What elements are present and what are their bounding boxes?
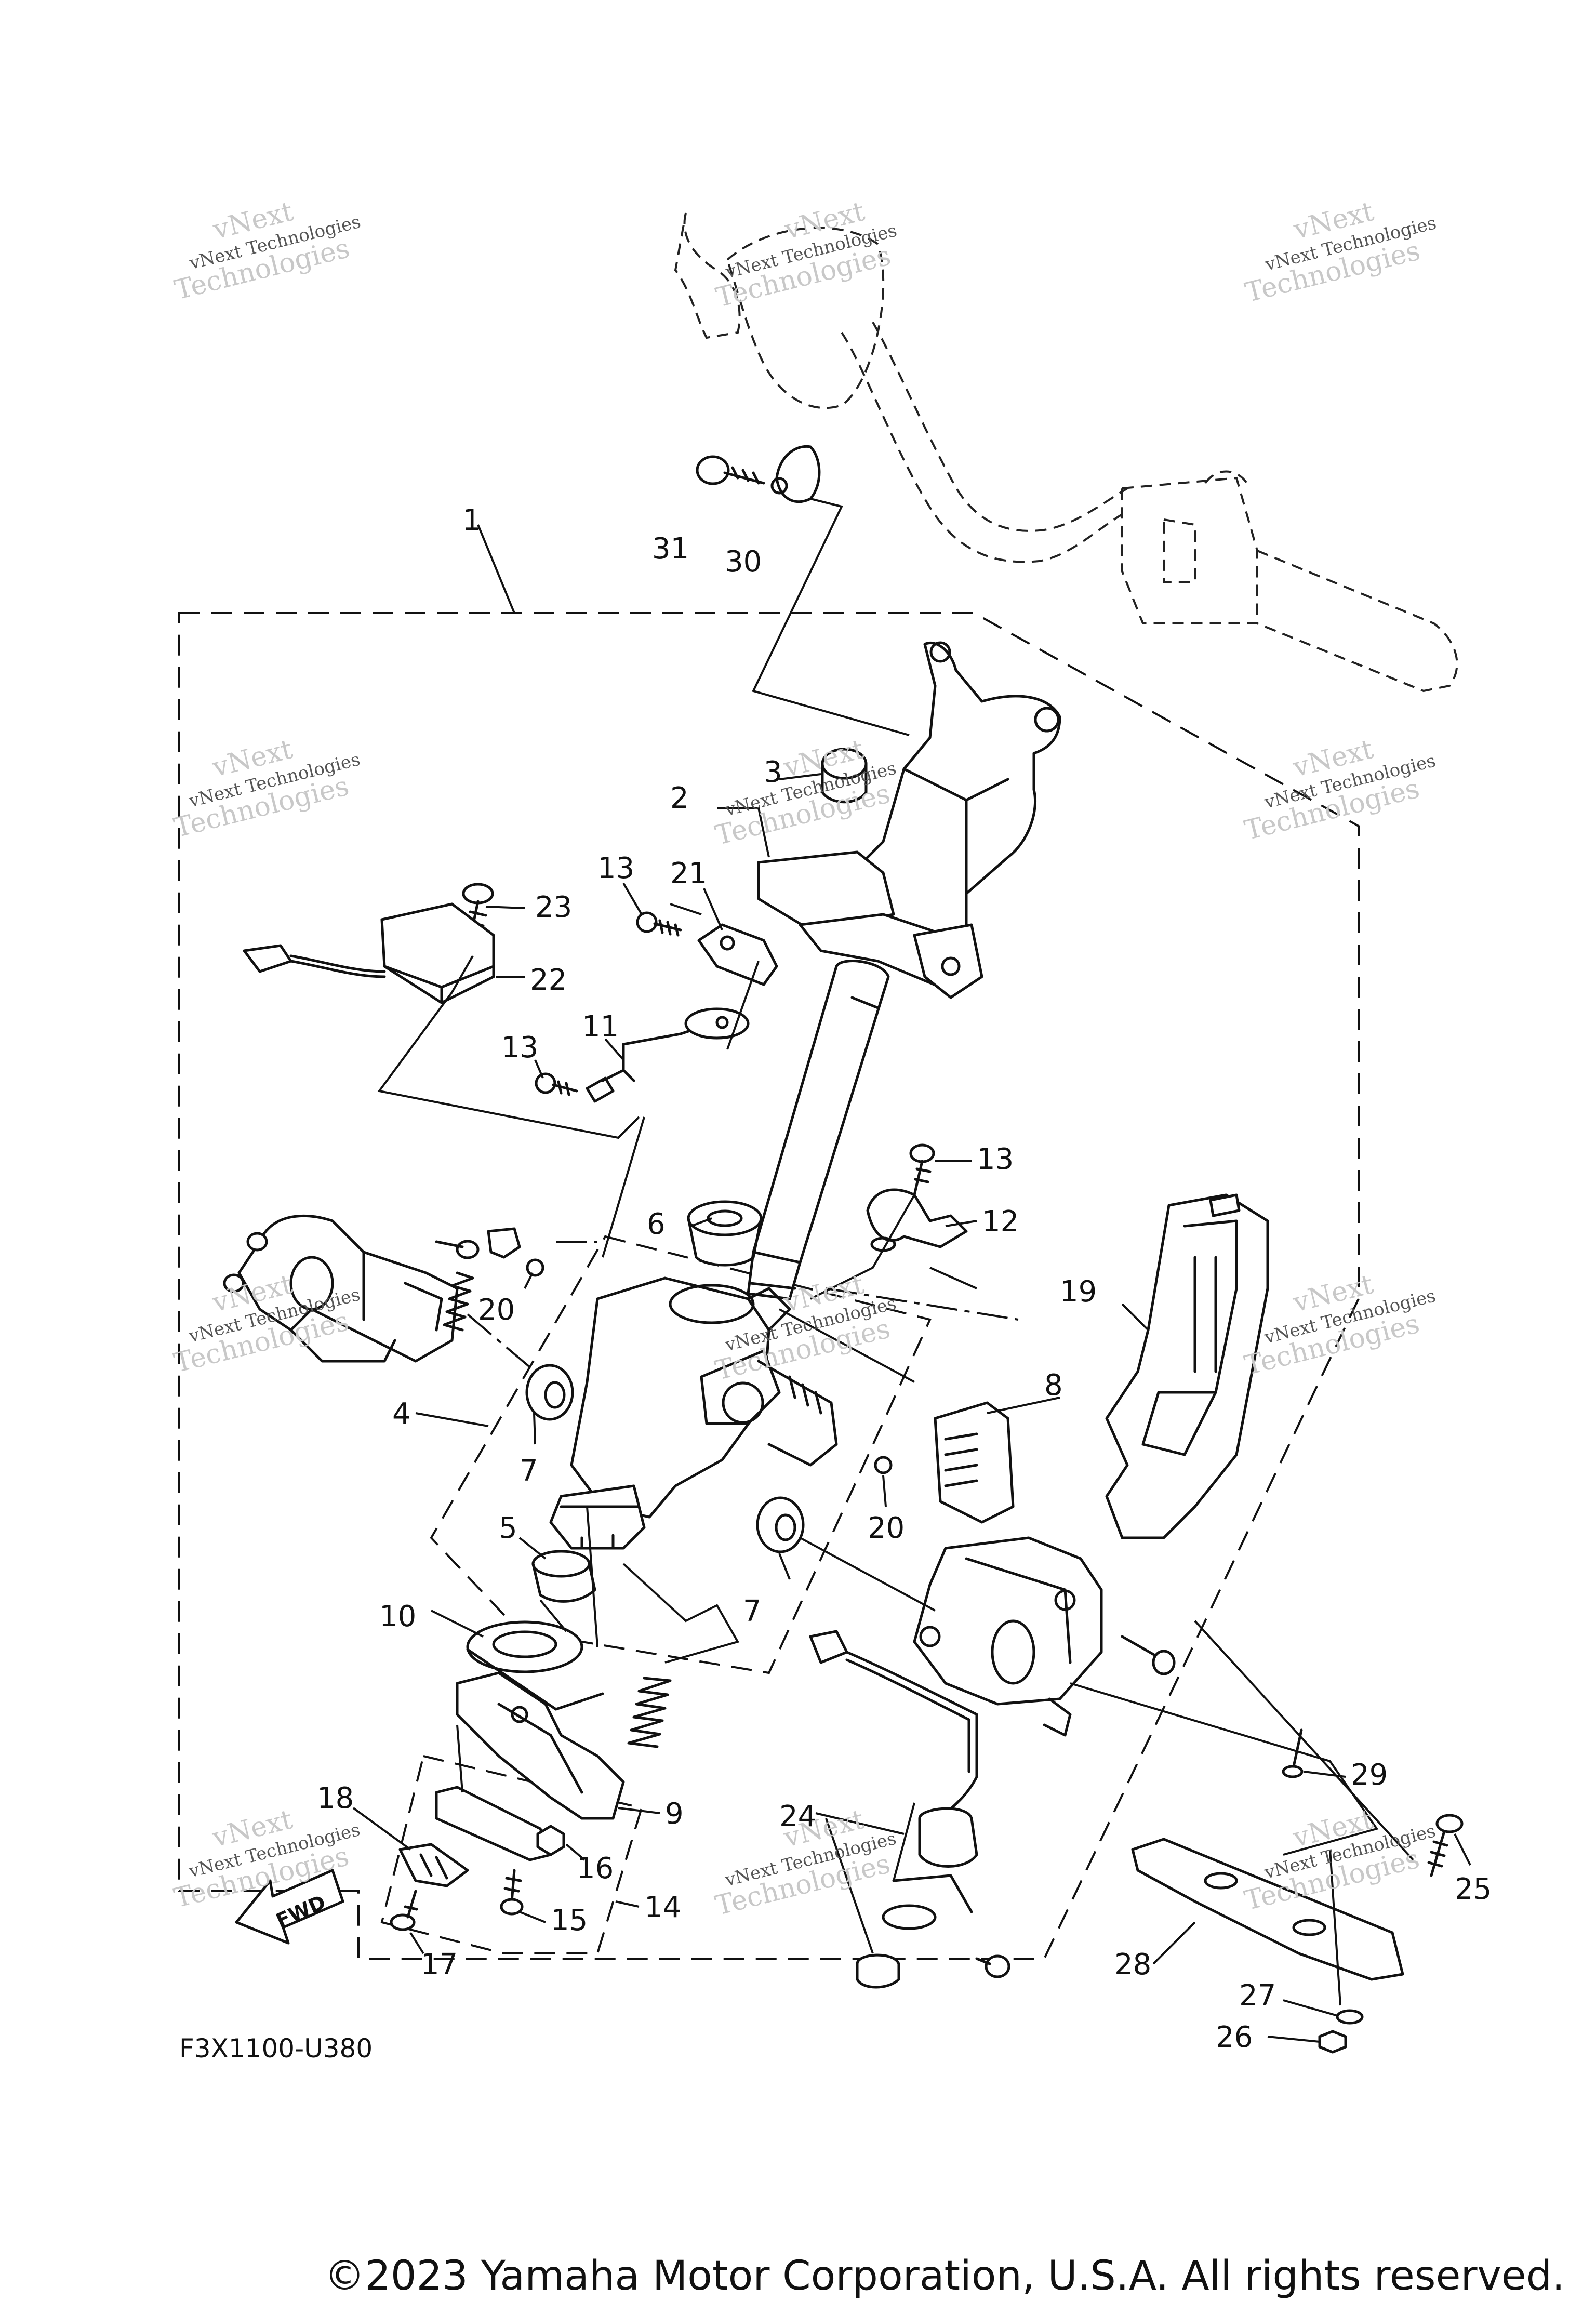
watermark: vNext vNext Technologies Technologies [171, 196, 363, 306]
callout-5: 5 [499, 1511, 517, 1545]
callout-10: 10 [379, 1600, 416, 1633]
clip-left [487, 1227, 521, 1259]
bolt-31 [696, 455, 765, 485]
callout-9: 9 [665, 1797, 684, 1831]
bracket-21 [697, 923, 778, 986]
bolt-25 [1427, 1814, 1464, 1877]
callout-8: 8 [1044, 1368, 1063, 1402]
callout-22: 22 [530, 963, 567, 997]
callout-30: 30 [725, 545, 762, 579]
callout-16: 16 [577, 1852, 614, 1885]
screw-17 [390, 1890, 418, 1931]
callout-12: 12 [982, 1205, 1019, 1239]
bushing-3 [821, 748, 868, 804]
washer-7-right [756, 1496, 805, 1553]
clip-12 [866, 1188, 968, 1252]
callout-6: 6 [647, 1207, 666, 1241]
callout-20a: 20 [478, 1293, 515, 1327]
pin-29 [1282, 1728, 1304, 1778]
watermark: vNext vNext Technologies Technologies [171, 734, 362, 844]
copyright-notice: ©2023 Yamaha Motor Corporation, U.S.A. A… [324, 2253, 1565, 2299]
callout-13b: 13 [501, 1031, 538, 1065]
seal-10 [466, 1620, 604, 1711]
spring-left [443, 1271, 474, 1332]
steering-column-2 [747, 641, 1061, 1300]
sensor-22 [243, 902, 495, 1004]
bracket-8 [934, 1401, 1015, 1524]
callout-28: 28 [1114, 1948, 1151, 1981]
bracket-11 [586, 1007, 750, 1103]
callout-19: 19 [1060, 1275, 1097, 1309]
callout-17: 17 [421, 1948, 458, 1981]
plate-14 [435, 1786, 552, 1861]
bearing-6 [687, 1200, 763, 1267]
connection-lines [377, 498, 1414, 2006]
cover-19 [1105, 1193, 1269, 1539]
switch-18 [398, 1843, 469, 1887]
washer-27 [1336, 2009, 1364, 2025]
sensor-24 [809, 1630, 1010, 1989]
watermark: vNext vNext Technologies Technologies [713, 196, 899, 314]
callout-26: 26 [1216, 2020, 1253, 2054]
screw-13-right [909, 1143, 935, 1196]
bolt-15 [500, 1869, 524, 1916]
callout-31: 31 [652, 532, 689, 566]
left-bracket [223, 1214, 480, 1363]
assembly-4-boundary [430, 1235, 932, 1674]
callout-numbers: 1 2 3 4 5 6 7 7 8 9 10 11 12 13 13 13 14… [317, 503, 1492, 2054]
callout-2: 2 [670, 781, 689, 815]
callout-13c: 13 [977, 1142, 1014, 1176]
center-housing [549, 1276, 838, 1550]
nut-26 [1318, 2030, 1347, 2054]
callout-4: 4 [392, 1397, 411, 1431]
spring-center [627, 1677, 672, 1748]
callout-3: 3 [764, 755, 782, 789]
clamp-30 [770, 445, 821, 503]
watermark: vNext vNext Technologies Technologies [1242, 1804, 1438, 1917]
callout-1: 1 [462, 503, 481, 537]
watermarks: vNext vNext Technologies Technologies vN… [171, 196, 1439, 1922]
callout-7a: 7 [520, 1454, 538, 1488]
callout-14: 14 [644, 1891, 681, 1924]
nut-20-left [526, 1258, 544, 1277]
assembly-1-boundary [178, 612, 1360, 1960]
callout-21: 21 [670, 857, 707, 890]
callout-23: 23 [535, 890, 572, 924]
watermark: vNext vNext Technologies Technologies [712, 734, 898, 852]
bushing-5 [531, 1550, 596, 1603]
assembly-14-boundary [380, 1754, 643, 1954]
callout-25: 25 [1455, 1872, 1492, 1906]
right-housing [913, 1536, 1176, 1737]
callout-7b: 7 [743, 1594, 762, 1628]
callout-20b: 20 [868, 1511, 905, 1545]
screw-13-top [636, 911, 682, 937]
watermark: vNext vNext Technologies Technologies [1242, 196, 1439, 309]
plate-28 [1131, 1838, 1404, 1981]
callout-18: 18 [317, 1781, 354, 1815]
screw-13-middle [535, 1072, 578, 1096]
callout-13a: 13 [597, 852, 634, 885]
nut-20-right [874, 1456, 893, 1474]
callout-15: 15 [551, 1904, 588, 1937]
callout-11: 11 [582, 1010, 619, 1044]
callout-24: 24 [779, 1800, 816, 1833]
diagram-code: F3X1100-U380 [179, 2033, 373, 2064]
watermark: vNext vNext Technologies Technologies [1242, 734, 1438, 846]
callout-27: 27 [1239, 1979, 1276, 2013]
callout-29: 29 [1351, 1758, 1388, 1792]
nut-16 [536, 1825, 565, 1856]
callout-leaders [352, 524, 1471, 2043]
handlebar-phantom [674, 212, 1458, 693]
washer-7-left [525, 1364, 574, 1421]
lever-9 [456, 1671, 625, 1820]
